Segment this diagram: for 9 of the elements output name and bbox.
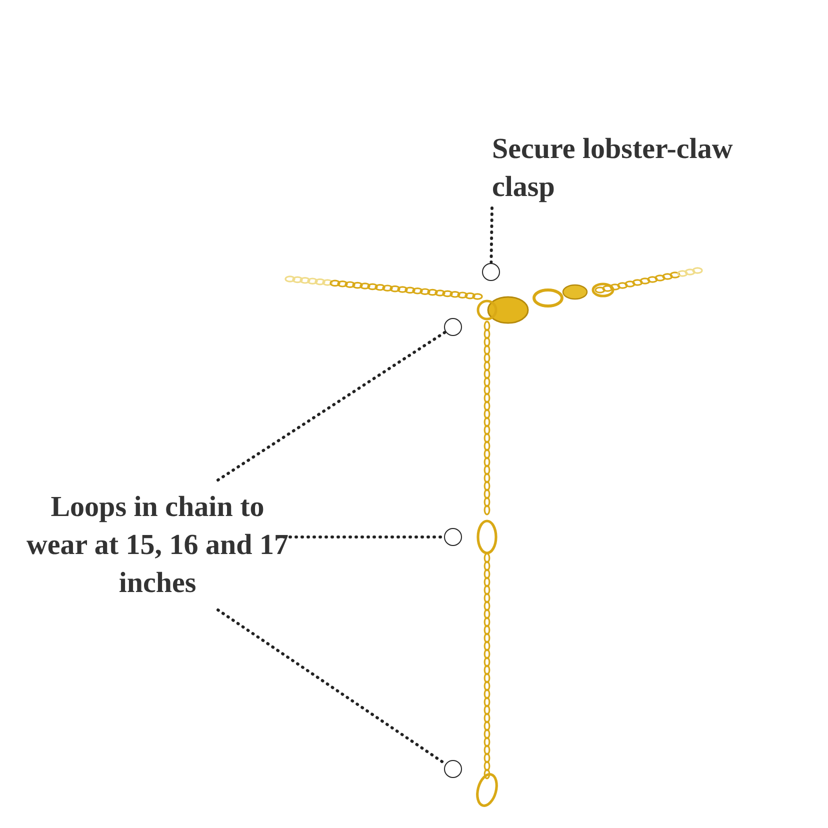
leader-line [490,206,494,264]
callout-text: Loops in chain to wear at 15, 16 and 17 inches [20,488,295,602]
callout-marker [444,528,462,546]
callout-marker [444,318,462,336]
leader-line [216,608,446,765]
callout-marker [482,263,500,281]
leader-line [216,331,446,482]
callout-marker [444,760,462,778]
callout-text: Secure lobster-claw clasp [492,130,752,206]
